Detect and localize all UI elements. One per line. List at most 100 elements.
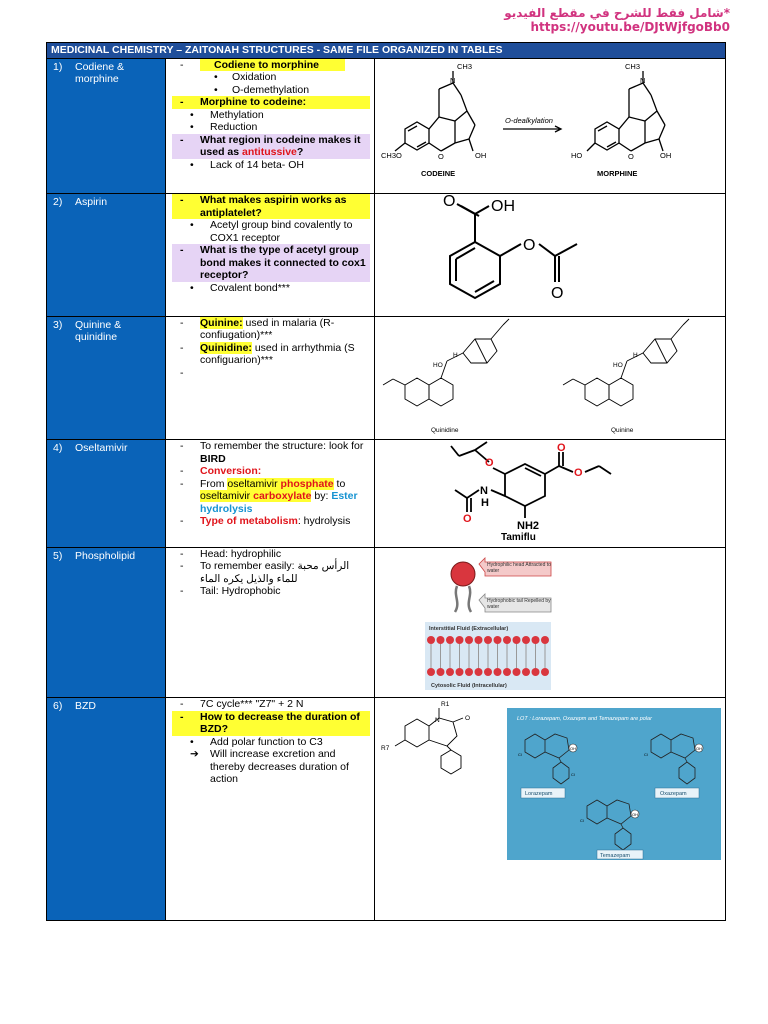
row-number: 6) (53, 700, 63, 712)
svg-text:CH3O: CH3O (381, 151, 402, 160)
note-line: •Covalent bond*** (190, 281, 290, 294)
note-line: •Reduction (190, 121, 258, 133)
figure-cell: R1 N O R7 LOT : Lorazepam, Oxazepm and T… (373, 697, 727, 921)
svg-text:OH: OH (696, 746, 702, 751)
svg-text:O: O (551, 285, 563, 302)
notes-cell: -Head: hydrophilic -To remember easily: … (165, 546, 375, 698)
svg-text:O: O (463, 513, 472, 525)
note-line: -Quinidine: used in arrhythmia (S config… (180, 341, 355, 366)
svg-text:CH3: CH3 (625, 62, 640, 71)
row-number: 5) (53, 549, 63, 562)
notes-cell: -To remember the structure: look for BIR… (165, 439, 375, 548)
note-line: -To remember easily: الرأس محبة للماء وا… (180, 560, 350, 585)
svg-text:Cl: Cl (644, 752, 648, 757)
lipid-head (474, 635, 483, 644)
row-name-cell: 2)Aspirin (46, 193, 166, 317)
note-line: -To remember the structure: look for BIR… (180, 440, 364, 465)
note-line: -What is the type of acetyl group bond m… (172, 244, 370, 282)
row-name-cell: 3)Quinine & quinidine (46, 315, 166, 440)
svg-text:N: N (480, 485, 488, 497)
table-title: MEDICINAL CHEMISTRY – ZAITONAH STRUCTURE… (45, 42, 727, 59)
note-line: -Codiene to morphine (172, 58, 370, 72)
figure-cell: CH3 N O-dealkylation CH3O O OH CODEINE C… (373, 57, 727, 194)
svg-text:LOT : Lorazepam, Oxazepm and T: LOT : Lorazepam, Oxazepm and Temazepam a… (517, 716, 653, 722)
row-name: Oseltamivir (75, 442, 128, 454)
lipid-head (455, 635, 464, 644)
row-name-cell: 1)Codiene & morphine (46, 57, 166, 194)
page-header: *شامل فقط للشرح في مقطع الفيديو https://… (504, 6, 730, 34)
svg-text:CH3: CH3 (457, 62, 472, 71)
svg-text:H: H (453, 352, 458, 359)
lipid-head (436, 667, 445, 676)
row-number: 1) (53, 60, 63, 73)
notes-cell: -Quinine: used in malaria (R-confiugatio… (165, 315, 375, 440)
row-number: 3) (53, 318, 63, 331)
svg-text:MORPHINE: MORPHINE (597, 169, 637, 178)
svg-text:OH: OH (491, 198, 515, 215)
row-number: 2) (53, 196, 63, 208)
lipid-head (484, 635, 492, 644)
svg-text:HO: HO (613, 362, 623, 369)
note-line: -Quinine: used in malaria (R-confiugatio… (180, 316, 335, 341)
svg-text:CODEINE: CODEINE (421, 169, 455, 178)
lipid-head (512, 667, 521, 676)
note-line: •Oxidation (214, 71, 277, 83)
note-line: -Morphine to codeine: (172, 96, 370, 109)
svg-text:Oxazepam: Oxazepam (660, 791, 687, 797)
svg-text:N: N (640, 76, 645, 85)
figure-cell: H HO H HO Quinidine Quinine (373, 315, 727, 440)
svg-text:O: O (574, 467, 583, 479)
lipid-head (531, 667, 540, 676)
lipid-head (493, 635, 502, 644)
lipid-head (427, 667, 435, 676)
quinine-quinidine-figure: H HO H HO Quinidine Quinine (382, 318, 690, 434)
figure-cell: O O O O N H NH2 Tamiflu (373, 439, 727, 548)
lipid-head (493, 667, 502, 676)
svg-text:NH2: NH2 (517, 520, 539, 532)
svg-text:H: H (633, 352, 638, 359)
svg-text:OH: OH (660, 151, 671, 160)
svg-text:OH: OH (632, 812, 638, 817)
note-line: - (180, 366, 184, 379)
lipid-head (465, 667, 473, 676)
lipid-head (541, 667, 549, 676)
lipid-head (436, 635, 445, 644)
svg-text:H: H (481, 497, 489, 509)
table-row: 6) BZD -7C cycle*** "Z7" + 2 N -How to de… (46, 697, 727, 921)
notes-cell: -What makes aspirin works as antiplatele… (165, 193, 375, 317)
lipid-head (455, 667, 464, 676)
table-title-row: MEDICINAL CHEMISTRY – ZAITONAH STRUCTURE… (45, 42, 727, 59)
note-line: -Head: hydrophilic (180, 547, 282, 560)
note-line: -7C cycle*** "Z7" + 2 N (180, 698, 304, 710)
svg-text:Cytosolic Fluid (Intracellular: Cytosolic Fluid (Intracellular) (431, 683, 507, 689)
svg-text:Lorazepam: Lorazepam (525, 791, 553, 797)
svg-text:Cl: Cl (580, 818, 584, 823)
lipid-head (474, 667, 483, 676)
lipid-head (522, 635, 530, 644)
figure-cell: Hydrophilic head Attracted to water Hydr… (373, 546, 727, 698)
row-name-cell: 5) Phospholipid (46, 546, 166, 698)
lipid-head (541, 635, 549, 644)
lipid-head (446, 667, 454, 676)
svg-text:O: O (438, 152, 444, 161)
note-line: •Lack of 14 beta- OH (190, 158, 304, 171)
lipid-head (522, 667, 530, 676)
row-name: Phospholipid (75, 549, 136, 562)
row-number: 4) (53, 442, 63, 454)
lipid-head (503, 667, 511, 676)
note-line: -How to decrease the duration of BZD? (172, 710, 370, 736)
table-row: 1)Codiene & morphine -Codiene to morphin… (46, 57, 727, 194)
table-row: 3)Quinine & quinidine -Quinine: used in … (46, 315, 727, 440)
lipid-head (512, 635, 521, 644)
svg-text:HO: HO (571, 151, 582, 160)
svg-text:R7: R7 (381, 745, 390, 752)
row-name: BZD (75, 700, 96, 712)
svg-text:O: O (557, 442, 566, 454)
lipid-head (446, 635, 454, 644)
svg-text:OH: OH (475, 151, 486, 160)
video-link[interactable]: https://youtu.be/DJtWjfgoBb0 (530, 20, 730, 34)
row-name-cell: 4) Oseltamivir (46, 439, 166, 548)
structures-table: MEDICINAL CHEMISTRY – ZAITONAH STRUCTURE… (45, 42, 727, 921)
notes-cell: -7C cycle*** "Z7" + 2 N -How to decrease… (165, 697, 375, 921)
figure-cell: O OH O O (373, 193, 727, 317)
